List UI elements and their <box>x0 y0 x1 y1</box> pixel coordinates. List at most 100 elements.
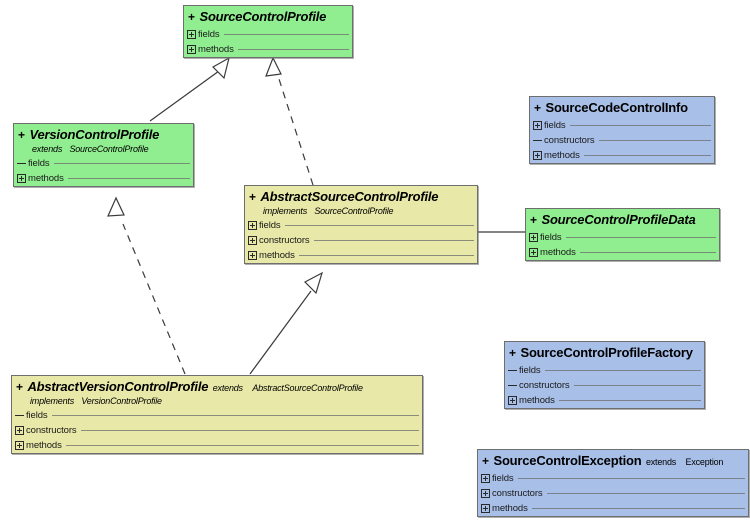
expand-plus-icon[interactable] <box>248 221 257 231</box>
compartment-label: methods <box>28 173 64 185</box>
compartment-constructors[interactable]: constructors <box>530 133 714 148</box>
compartment-rule <box>565 237 716 239</box>
compartment-rule <box>573 385 701 387</box>
compartment-label: methods <box>540 247 576 259</box>
class-header: + SourceCodeControlInfo <box>530 97 714 118</box>
edge-abstractsourcecontrolprofile-implements-sourcecontrolprofile <box>265 56 314 186</box>
compartment-label: methods <box>26 440 62 452</box>
expand-plus-icon[interactable] <box>533 151 542 161</box>
compartment-fields[interactable]: fields <box>245 218 477 233</box>
compartment-label: fields <box>519 365 541 377</box>
class-box-version-control-profile[interactable]: + VersionControlProfile extends SourceCo… <box>13 123 194 188</box>
class-name: SourceCodeControlInfo <box>545 100 688 115</box>
class-relation-extends: extends SourceControlProfile <box>14 144 193 156</box>
class-name: SourceControlProfileFactory <box>520 345 693 360</box>
expand-plus-icon[interactable] <box>481 504 490 514</box>
class-name: VersionControlProfile <box>29 127 160 142</box>
compartment-fields[interactable]: fields <box>14 156 193 171</box>
compartment-label: constructors <box>544 135 595 147</box>
relation-target-extends: AbstractSourceControlProfile <box>252 383 363 393</box>
class-box-abstract-version-control-profile[interactable]: + AbstractVersionControlProfile extends … <box>11 375 423 455</box>
compartment-fields[interactable]: fields <box>12 408 422 423</box>
compartment-methods[interactable]: methods <box>505 393 704 408</box>
expand-plus-icon[interactable] <box>481 489 490 499</box>
compartment-rule <box>583 155 711 157</box>
compartment-rule <box>598 140 711 142</box>
visibility-marker: + <box>18 128 26 142</box>
expand-plus-icon[interactable] <box>481 474 490 484</box>
expand-plus-icon[interactable] <box>15 426 24 436</box>
compartment-fields[interactable]: fields <box>184 27 352 42</box>
class-box-source-code-control-info[interactable]: + SourceCodeControlInfo fields construct… <box>529 96 715 165</box>
visibility-marker: + <box>188 10 196 24</box>
relation-keyword: implements <box>30 396 75 407</box>
expand-plus-icon[interactable] <box>533 121 542 131</box>
expand-plus-icon[interactable] <box>248 236 257 246</box>
class-header: + AbstractSourceControlProfile <box>245 186 477 207</box>
class-name: SourceControlException <box>493 453 642 468</box>
expand-plus-icon[interactable] <box>187 45 196 55</box>
expand-plus-icon[interactable] <box>187 30 196 40</box>
class-box-source-control-profile-data[interactable]: + SourceControlProfileData fields method… <box>525 208 720 262</box>
compartment-methods[interactable]: methods <box>12 438 422 453</box>
class-header: + SourceControlProfile <box>184 6 352 27</box>
class-box-abstract-source-control-profile[interactable]: + AbstractSourceControlProfile implement… <box>244 185 478 265</box>
compartment-rule <box>237 49 349 51</box>
compartment-methods[interactable]: methods <box>14 171 193 186</box>
compartment-rule <box>298 255 474 257</box>
compartment-constructors[interactable]: constructors <box>245 233 477 248</box>
compartment-rule <box>544 370 701 372</box>
visibility-marker: + <box>16 380 24 394</box>
compartment-rule <box>579 252 716 254</box>
relation-target: SourceControlProfile <box>314 206 394 217</box>
compartment-constructors[interactable]: constructors <box>12 423 422 438</box>
compartment-label: methods <box>198 44 234 56</box>
compartment-constructors[interactable]: constructors <box>478 486 748 501</box>
compartment-label: methods <box>544 150 580 162</box>
relation-keyword: implements <box>263 206 308 217</box>
compartment-fields[interactable]: fields <box>530 118 714 133</box>
class-name: SourceControlProfileData <box>541 212 696 227</box>
compartment-rule <box>517 478 745 480</box>
collapsed-dash-icon[interactable] <box>17 159 26 168</box>
collapsed-dash-icon[interactable] <box>15 411 24 420</box>
compartment-constructors[interactable]: constructors <box>505 378 704 393</box>
collapsed-dash-icon[interactable] <box>533 136 542 145</box>
class-name: AbstractSourceControlProfile <box>260 189 439 204</box>
class-box-source-control-exception[interactable]: + SourceControlException extends Excepti… <box>477 449 749 518</box>
compartment-rule <box>67 178 190 180</box>
compartment-label: methods <box>519 395 555 407</box>
compartment-fields[interactable]: fields <box>526 230 719 245</box>
compartment-methods[interactable]: methods <box>526 245 719 260</box>
collapsed-dash-icon[interactable] <box>508 381 517 390</box>
edge-abstractversioncontrolprofile-implements-versioncontrolprofile <box>107 196 186 375</box>
expand-plus-icon[interactable] <box>529 248 538 258</box>
expand-plus-icon[interactable] <box>508 396 517 406</box>
class-box-source-control-profile[interactable]: + SourceControlProfile fields methods <box>183 5 353 59</box>
compartment-methods[interactable]: methods <box>245 248 477 263</box>
expand-plus-icon[interactable] <box>529 233 538 243</box>
compartment-label: methods <box>492 503 528 515</box>
compartment-methods[interactable]: methods <box>184 42 352 57</box>
edge-versioncontrolprofile-extends-sourcecontrolprofile <box>149 56 230 122</box>
class-header: + VersionControlProfile <box>14 124 193 145</box>
edge-abstractversioncontrolprofile-extends-abstractsourcecontrolprofile <box>249 271 323 375</box>
compartment-rule <box>51 415 419 417</box>
compartment-methods[interactable]: methods <box>478 501 748 516</box>
compartment-fields[interactable]: fields <box>478 471 748 486</box>
visibility-marker: + <box>530 213 538 227</box>
relation-keyword: extends <box>32 144 63 155</box>
visibility-marker: + <box>249 190 257 204</box>
collapsed-dash-icon[interactable] <box>508 366 517 375</box>
compartment-label: fields <box>28 158 50 170</box>
relation-target: SourceControlProfile <box>69 144 149 155</box>
compartment-fields[interactable]: fields <box>505 363 704 378</box>
expand-plus-icon[interactable] <box>17 174 26 184</box>
class-header: + SourceControlProfileFactory <box>505 342 704 363</box>
visibility-marker: + <box>509 346 517 360</box>
expand-plus-icon[interactable] <box>248 251 257 261</box>
relation-target-extends: Exception <box>685 457 724 467</box>
class-box-source-control-profile-factory[interactable]: + SourceControlProfileFactory fields con… <box>504 341 705 410</box>
expand-plus-icon[interactable] <box>15 441 24 451</box>
compartment-methods[interactable]: methods <box>530 148 714 163</box>
